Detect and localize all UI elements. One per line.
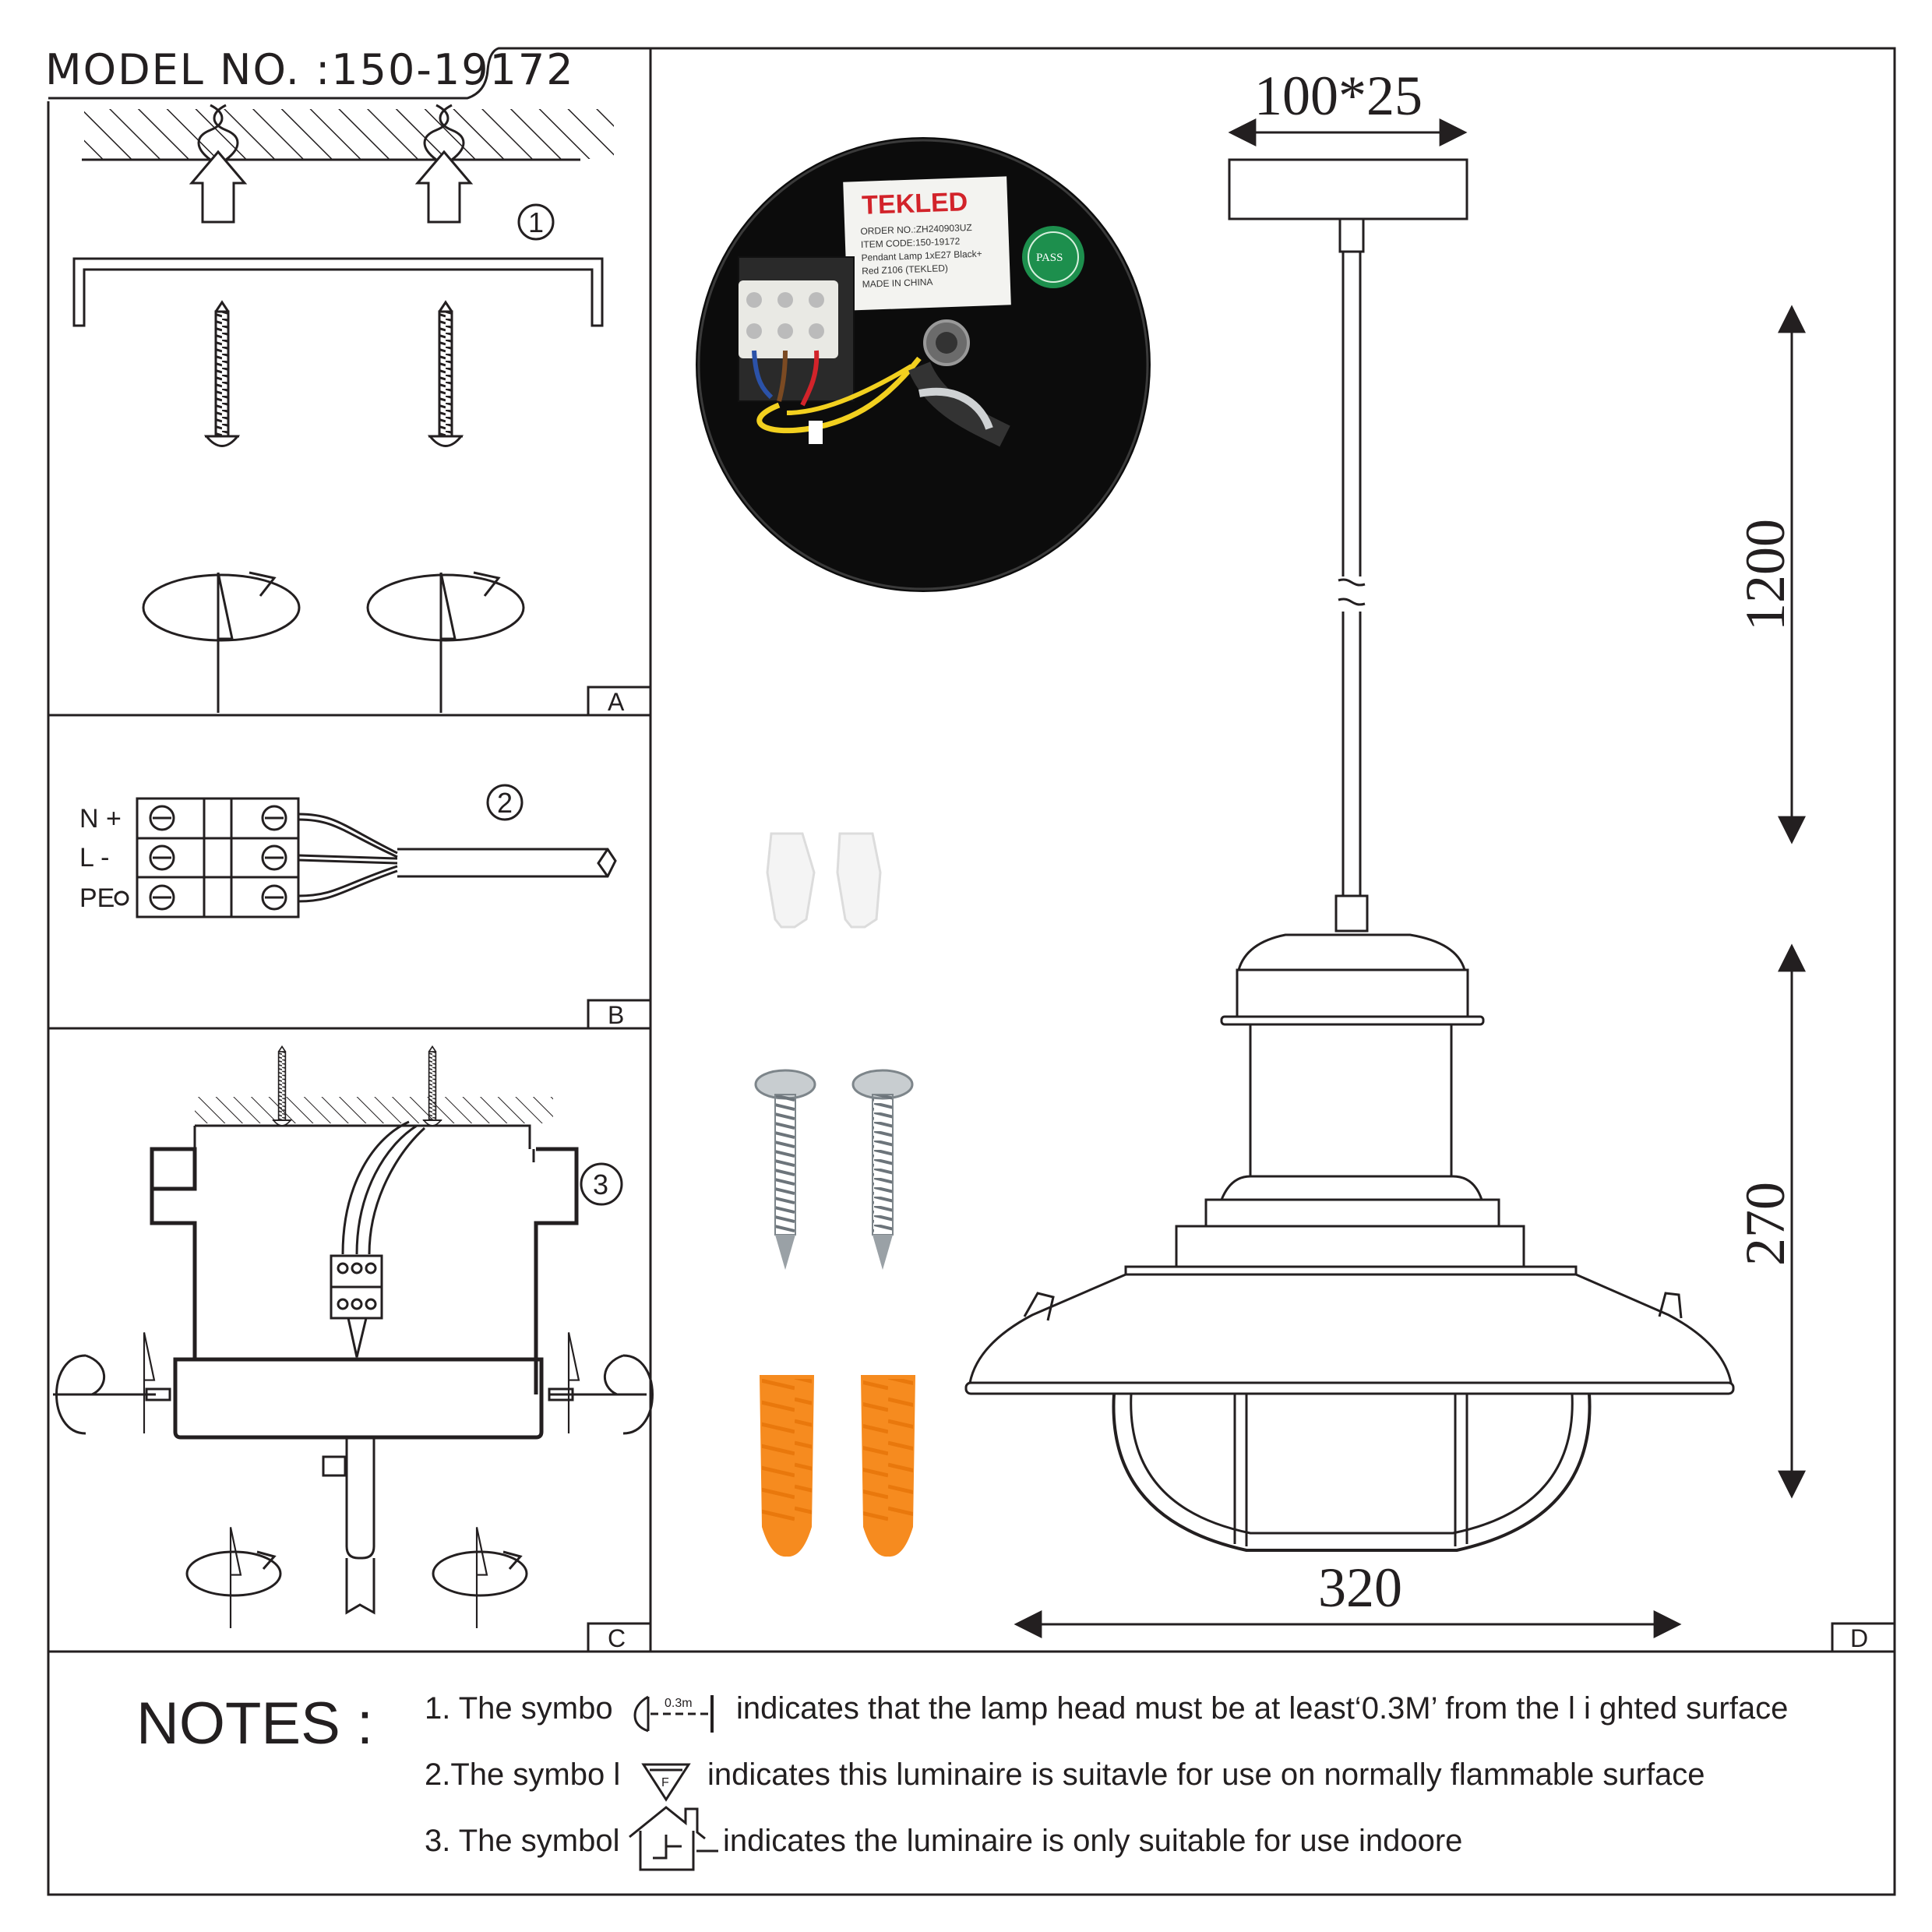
panel-tag-a: A	[608, 688, 625, 716]
flammable-surface-icon: F	[641, 1763, 691, 1802]
distance-symbol-icon: 0.3m	[633, 1695, 714, 1733]
outer-frame	[47, 47, 1896, 1896]
terminal-pe: PE	[79, 883, 115, 913]
distance-symbol-value: 0.3m	[665, 1697, 693, 1710]
qc-seal: PASS	[1036, 252, 1063, 264]
note-3-text: indicates the luminaire is only suitable…	[723, 1824, 1462, 1858]
terminal-n: N +	[79, 804, 122, 834]
indoor-use-icon	[629, 1806, 718, 1871]
product-brand: TEKLED	[862, 187, 968, 220]
step-number-1: 1	[528, 206, 544, 238]
panel-c-canopy-fixing: 3	[53, 1045, 654, 1630]
dimension-lamp-height: 270	[1734, 1182, 1796, 1266]
dimension-lines: 100*25 1200 270 320	[1014, 65, 1806, 1638]
step-number-2: 2	[497, 787, 513, 819]
note-3-lead: 3. The symbol	[425, 1824, 620, 1858]
model-number: MODEL NO. :150-19172	[45, 45, 575, 94]
panel-tag-b: B	[608, 1001, 624, 1029]
product-label-line-3: Pendant Lamp 1xE27 Black+	[861, 249, 982, 263]
wall-plugs	[760, 1375, 915, 1557]
note-1-text: indicates that the lamp head must be at …	[736, 1691, 1788, 1726]
dimension-cable-length: 1200	[1734, 519, 1796, 631]
note-2-text: indicates this luminaire is suitavle for…	[707, 1757, 1705, 1792]
step-number-3: 3	[593, 1169, 608, 1200]
panel-a-ceiling-mounting: 1	[72, 104, 614, 714]
pendant-lamp-drawing	[964, 158, 1735, 1552]
wire-connectors	[766, 832, 882, 929]
notes-title: NOTES :	[136, 1690, 373, 1757]
dimension-canopy: 100*25	[1254, 65, 1423, 127]
flammable-symbol-letter: F	[661, 1776, 669, 1789]
dimension-lamp-width: 320	[1318, 1557, 1402, 1619]
note-2-lead: 2.The symbo l	[425, 1757, 620, 1792]
product-label-line-4: Red Z106 (TEKLED)	[862, 263, 948, 277]
product-label-line-5: MADE IN CHINA	[862, 277, 933, 290]
panel-tag-c: C	[608, 1624, 626, 1652]
panel-b-wiring: N + L - PE 2	[79, 784, 617, 918]
notes-section: NOTES : 1. The symbo 0.3m indicates that…	[136, 1690, 1788, 1871]
panel-tag-d: D	[1850, 1624, 1868, 1652]
note-1-lead: 1. The symbo	[425, 1691, 613, 1726]
product-label-line-1: ORDER NO.:ZH240903UZ	[860, 222, 972, 237]
mounting-screws	[754, 1069, 914, 1270]
terminal-l: L -	[79, 843, 109, 873]
product-label-line-2: ITEM CODE:150-19172	[861, 236, 961, 250]
canopy-photo: TEKLED ORDER NO.:ZH240903UZ ITEM CODE:15…	[696, 137, 1151, 592]
